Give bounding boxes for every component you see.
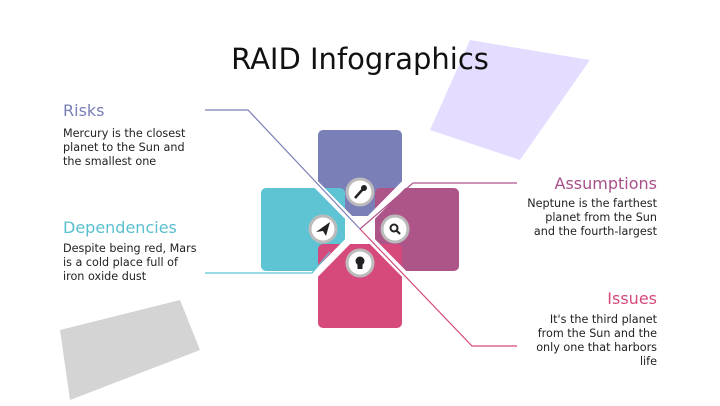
dependencies-text: Despite being red, Mars is a cold place …	[63, 242, 197, 283]
risks-heading: Risks	[63, 101, 105, 120]
assumptions-text: Neptune is the farthest planet from the …	[527, 197, 657, 238]
dependencies-leader-line	[205, 251, 331, 274]
watermark	[60, 40, 590, 400]
wrench-icon	[345, 177, 375, 207]
risks-text: Mercury is the closest planet to the Sun…	[63, 127, 186, 168]
lightbulb-icon	[345, 248, 375, 278]
assumptions-leader-line	[359, 182, 517, 230]
issues-heading: Issues	[607, 289, 657, 308]
issues-text: It's the third planet from the Sun and t…	[536, 313, 657, 368]
issues-square	[318, 244, 402, 328]
paper-plane-icon	[308, 214, 338, 244]
risks-leader-line	[205, 109, 361, 230]
page-title: RAID Infographics	[231, 42, 489, 76]
dependencies-heading: Dependencies	[63, 218, 177, 237]
issues-leader-line	[359, 228, 517, 347]
search-icon	[380, 214, 410, 244]
assumptions-heading: Assumptions	[554, 174, 657, 193]
